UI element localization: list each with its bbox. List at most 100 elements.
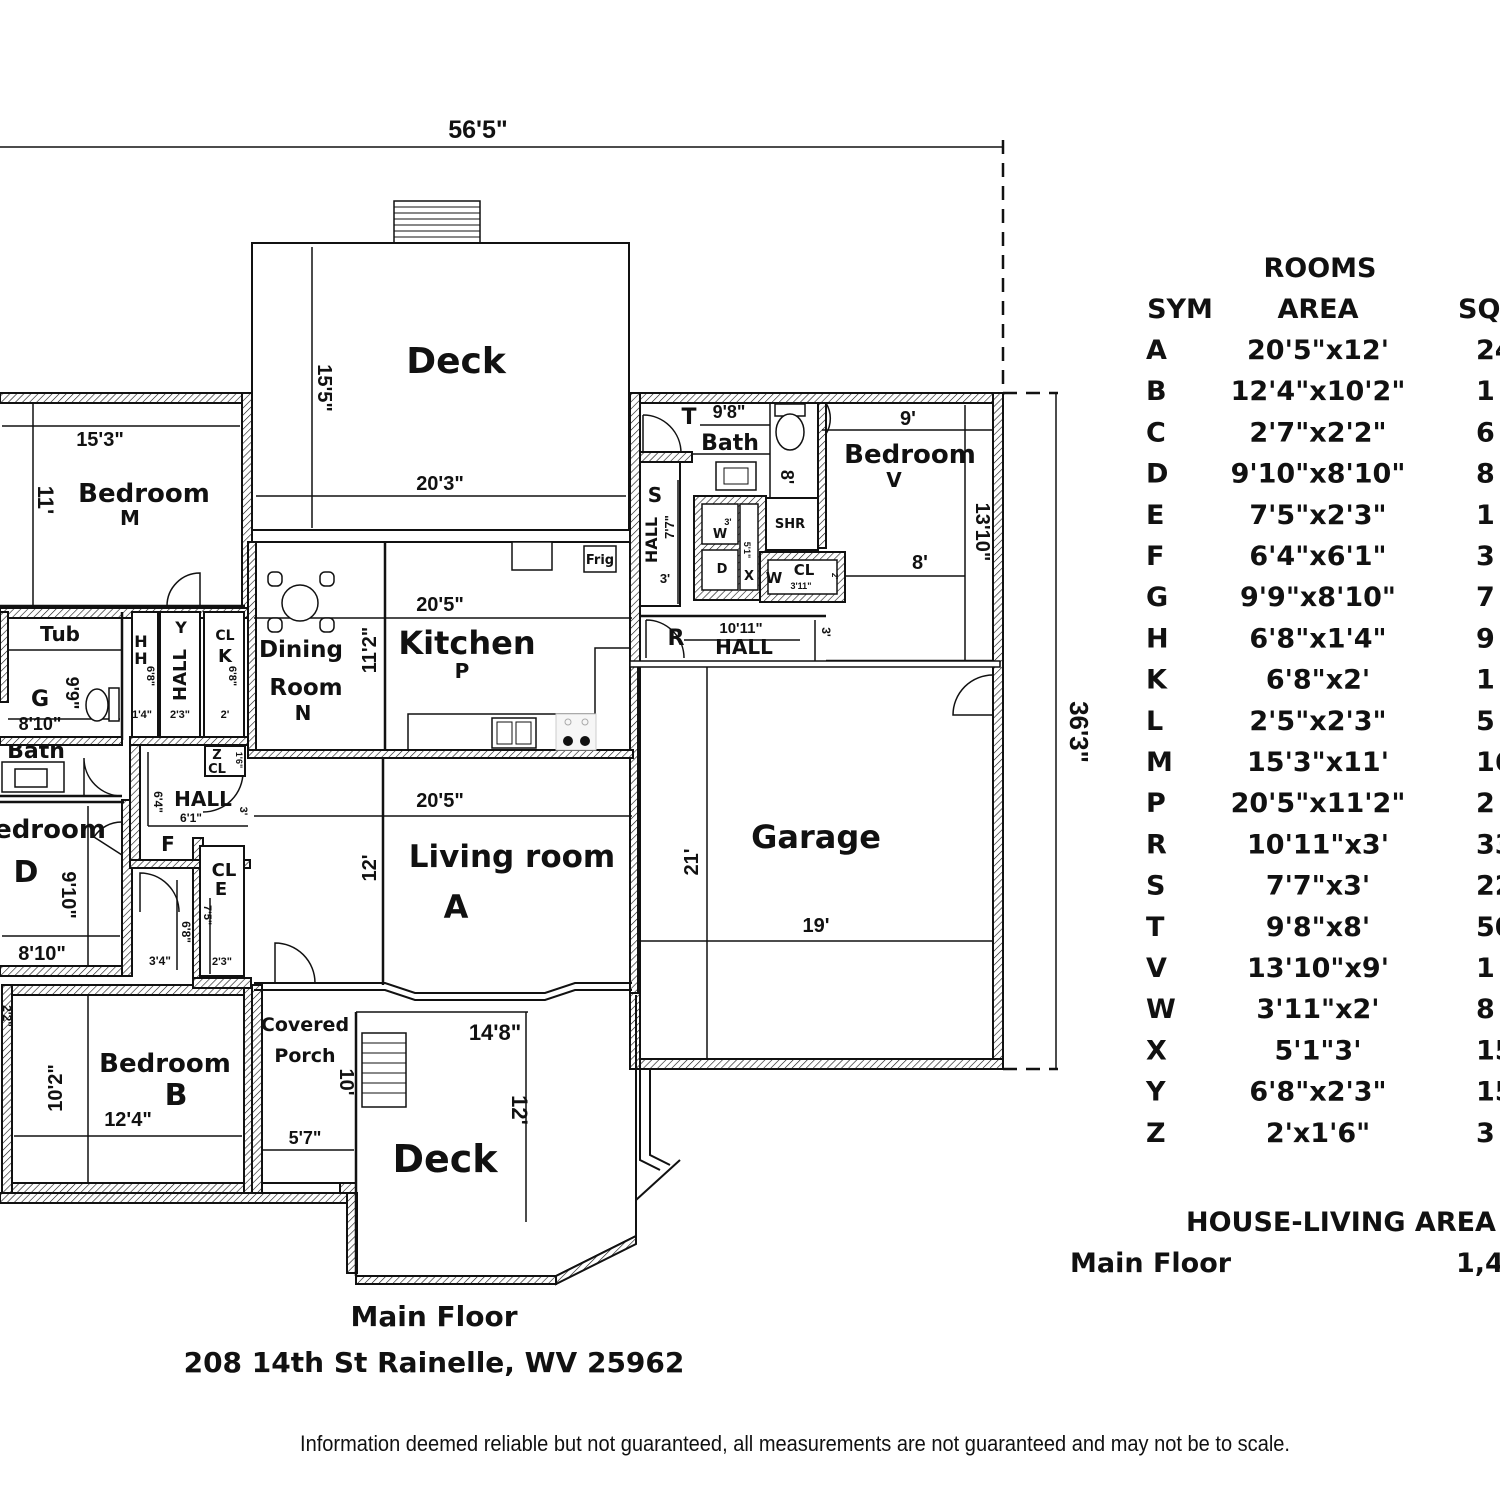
kitchen-sym: P: [455, 659, 470, 683]
rooms-table-sq: 33: [1476, 829, 1500, 860]
rooms-table-sq: 1: [1476, 953, 1495, 984]
porch-label: Covered: [261, 1014, 349, 1036]
rooms-table-sym: K: [1146, 665, 1168, 696]
kitchen-label: Kitchen: [398, 624, 535, 662]
hall-r-width: 10'11": [719, 620, 762, 637]
rooms-table-area: 7'5"x2'3": [1249, 500, 1386, 531]
closet-w-dim: 3'11": [791, 581, 812, 591]
rooms-table-area: 6'4"x6'1": [1249, 541, 1386, 572]
rooms-table-area: 5'1"3': [1275, 1035, 1362, 1066]
closet-z-label: CL: [208, 762, 226, 777]
kitchen-width: 20'5": [416, 594, 464, 616]
rooms-table: ROOMS SYM AREA SQ A20'5"x12'24B12'4"x10'…: [1145, 253, 1500, 1149]
bedroom-v-width-2: 8': [912, 552, 928, 574]
garage-depth: 21': [681, 848, 703, 875]
hall-y-label: HALL: [170, 649, 191, 701]
rooms-table-area: 9'10"x8'10": [1231, 459, 1406, 490]
bedroom-d-sym: D: [14, 855, 39, 890]
closet-w-height: 2': [830, 573, 839, 579]
bath-g-width: 8'10": [19, 714, 62, 734]
closet-k-label: CL: [215, 628, 234, 644]
top-deck-width: 20'3": [416, 473, 464, 495]
rooms-table-rows: A20'5"x12'24B12'4"x10'2"1C2'7"x2'2"6D9'1…: [1145, 335, 1500, 1149]
bedroom-v-width: 9': [900, 408, 916, 430]
tub-label: Tub: [40, 622, 80, 646]
frig-label: Frig: [586, 553, 614, 568]
disclaimer: Information deemed reliable but not guar…: [300, 1431, 1290, 1456]
porch-depth: 10': [335, 1068, 357, 1095]
bedroom-v-depth: 13'10": [971, 503, 993, 562]
bath-g-sym: G: [31, 687, 49, 712]
rooms-table-area: 15'3"x11': [1247, 747, 1389, 778]
shower-label: SHR: [775, 517, 805, 532]
living-room: 20'5" 12' Living room A: [254, 758, 632, 1001]
rooms-table-area: 6'8"x1'4": [1249, 623, 1386, 654]
closet-x-dim: 5'1": [742, 542, 752, 558]
bedroom-m-width: 15'3": [76, 429, 124, 451]
footer: Main Floor 208 14th St Rainelle, WV 2596…: [184, 1300, 1290, 1456]
rooms-table-sym: Z: [1146, 1118, 1166, 1149]
rooms-table-sym: S: [1146, 871, 1165, 902]
closet-e-sym: E: [215, 879, 227, 900]
rooms-table-sq: 7: [1476, 582, 1495, 613]
closet-w-label: CL: [794, 561, 815, 579]
garage: Garage 19' 21': [640, 667, 994, 1059]
living-area-heading: HOUSE-LIVING AREA: [1186, 1207, 1496, 1238]
hall-s-depth: 7'7": [662, 515, 677, 539]
garage-width: 19': [802, 915, 829, 937]
closet-k-width: 2': [221, 709, 230, 721]
bedroom-d-label: edroom: [0, 815, 106, 845]
main-floor-value: 1,4: [1456, 1248, 1500, 1279]
porch-width: 5'7": [289, 1128, 322, 1148]
rooms-table-sym: R: [1146, 829, 1167, 860]
rooms-table-sym: W: [1146, 994, 1176, 1025]
bath-t-sym: T: [681, 405, 696, 430]
rooms-table-area: 2'x1'6": [1266, 1118, 1370, 1149]
washer-dim: 3': [724, 517, 731, 527]
rooms-table-area: 7'7"x3': [1266, 871, 1370, 902]
closet-z-depth: 1'6": [234, 752, 244, 768]
rooms-table-header-area: AREA: [1277, 294, 1358, 325]
closet-x-sym: X: [744, 569, 754, 584]
exterior-walls: [0, 392, 1004, 1274]
closet-e-depth: 7'5": [201, 905, 213, 925]
rooms-table-sym: Y: [1145, 1077, 1166, 1108]
rooms-table-area: 13'10"x9': [1247, 953, 1389, 984]
rooms-table-sym: B: [1146, 376, 1167, 407]
hall-s-label: HALL: [642, 517, 661, 563]
washer-sym: W: [713, 527, 727, 542]
bedroom-b-width: 12'4": [104, 1109, 152, 1131]
rooms-table-sym: X: [1146, 1035, 1167, 1066]
rooms-table-sq: 3: [1476, 541, 1495, 572]
rooms-table-sq: 24: [1476, 335, 1500, 366]
rooms-table-sym: G: [1146, 582, 1168, 613]
floor-caption: Main Floor: [350, 1300, 517, 1333]
living-width: 20'5": [416, 790, 464, 812]
rooms-table-sq: 50: [1476, 912, 1500, 943]
closet-k-depth: 6'8": [226, 666, 238, 686]
closet-e-width: 2'3": [212, 956, 232, 968]
overall-depth-dimension: 36'3": [1003, 391, 1094, 1071]
closet-h-sym: H: [134, 632, 147, 651]
bedroom-d: edroom D 9'10" 8'10" 2'2": [0, 800, 124, 1027]
bedroom-m: 15'3" 11' Bedroom M: [0, 403, 245, 608]
bedroom-b-sym: B: [165, 1078, 188, 1113]
hall-f-label: HALL: [174, 787, 232, 811]
closet-l-depth: 6'8": [179, 921, 193, 943]
hall-f-sym: F: [161, 832, 175, 856]
dining-kitchen: Dining Room N 11'2" 20'5" Kitchen P Frig: [247, 541, 634, 759]
rooms-table-area: 10'11"x3': [1247, 829, 1389, 860]
top-deck: Deck 20'3" 15'5": [251, 242, 630, 531]
closet-k-sym: K: [218, 646, 233, 667]
bedroom-b-depth: 10'2": [45, 1064, 67, 1112]
rooms-table-sym: P: [1146, 788, 1166, 819]
hall-s-width: 3': [660, 571, 670, 586]
rooms-table-area: 12'4"x10'2": [1231, 376, 1406, 407]
rooms-table-area: 9'8"x8': [1266, 912, 1370, 943]
bath-t-width: 9'8": [713, 402, 746, 422]
rooms-table-sq: 3: [1476, 1118, 1495, 1149]
rooms-table-area: 2'5"x2'3": [1249, 706, 1386, 737]
rooms-table-area: 20'5"x12': [1247, 335, 1389, 366]
rooms-table-sq: 9: [1476, 623, 1495, 654]
rooms-table-sq: 8: [1476, 459, 1495, 490]
